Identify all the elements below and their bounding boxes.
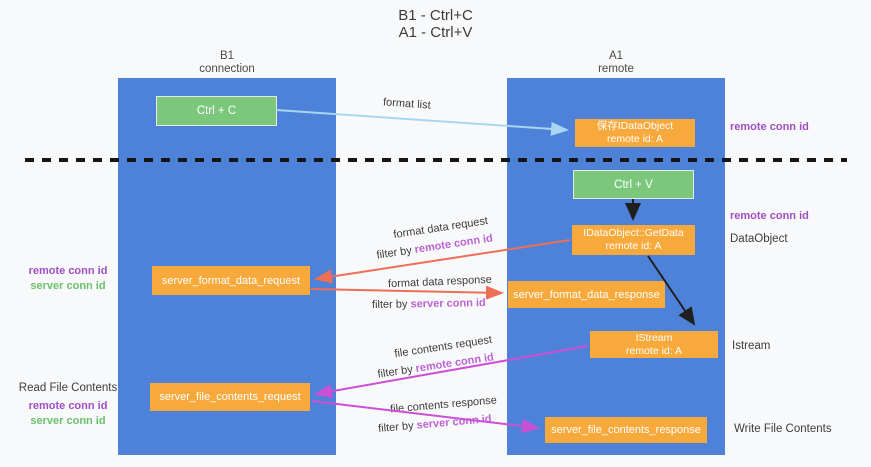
label-filter-by-text: filter by xyxy=(371,298,411,311)
label-server-conn-id-inline: server conn id xyxy=(416,413,493,432)
node-server-file-contents-request: server_file_contents_request xyxy=(150,383,310,411)
node-istream: IStream remote id: A xyxy=(590,331,718,358)
label-read-file-contents-text: Read File Contents xyxy=(18,382,118,394)
node-save-dataobject: 保存IDataObject remote id: A xyxy=(575,119,695,147)
lane-a1-name: A1 xyxy=(608,50,624,62)
label-server-conn-id-text: server conn id xyxy=(30,415,106,427)
node-idataobject-getdata: IDataObject::GetData remote id: A xyxy=(572,225,695,255)
label-format-list-text: format list xyxy=(382,96,432,112)
label-server-conn-id-text: server conn id xyxy=(30,280,106,292)
dashed-separator xyxy=(25,158,847,162)
node-ctrl-v-label: Ctrl + V xyxy=(614,178,653,191)
node-server-format-data-response: server_format_data_response xyxy=(508,281,665,308)
node-ctrl-v: Ctrl + V xyxy=(573,170,694,199)
label-remote-conn-id-left-1: remote conn id xyxy=(18,264,118,279)
node-ctrl-c: Ctrl + C xyxy=(156,96,277,126)
label-dataobject: DataObject xyxy=(730,233,788,245)
label-filter-by-text: filter by xyxy=(376,363,417,381)
node-istream-line2: remote id: A xyxy=(625,344,683,357)
label-server-conn-id-left-1: server conn id xyxy=(18,279,118,294)
label-format-list: format list xyxy=(383,96,431,111)
label-remote-conn-id-right-1: remote conn id xyxy=(730,121,809,133)
lane-b1-role: connection xyxy=(199,63,255,75)
title-line-2: A1 - Ctrl+V xyxy=(398,24,473,41)
label-remote-conn-id-text: remote conn id xyxy=(28,400,108,412)
lane-header-a1: A1 remote xyxy=(507,50,725,76)
title-line-1: B1 - Ctrl+C xyxy=(398,7,473,24)
node-server-file-contents-request-label: server_file_contents_request xyxy=(159,391,301,403)
node-getdata-line1: IDataObject::GetData xyxy=(583,227,684,239)
node-save-dataobject-line2: remote id: A xyxy=(606,133,664,145)
label-format-data-response: format data response xyxy=(388,274,492,291)
label-block-format-conn-ids: remote conn id server conn id xyxy=(18,264,118,294)
label-format-data-response-text: format data response xyxy=(387,273,493,291)
node-server-format-data-response-label: server_format_data_response xyxy=(513,288,660,301)
node-server-file-contents-response: server_file_contents_response xyxy=(545,417,707,443)
label-remote-conn-id-text: remote conn id xyxy=(730,210,809,222)
label-remote-conn-id-text: remote conn id xyxy=(28,265,108,277)
label-write-file-contents: Write File Contents xyxy=(734,423,832,435)
label-remote-conn-id-right-2: remote conn id xyxy=(730,210,809,222)
label-remote-conn-id-left-2: remote conn id xyxy=(14,399,122,414)
lane-header-b1: B1 connection xyxy=(118,50,336,76)
label-server-conn-id-inline: server conn id xyxy=(410,297,486,311)
node-istream-line1: IStream xyxy=(635,331,673,344)
label-server-conn-id-left-2: server conn id xyxy=(14,414,122,429)
arrow-format-data-response xyxy=(310,285,504,300)
label-istream: Istream xyxy=(732,340,770,352)
label-filter-by-server-conn-id-2: filter by server conn id xyxy=(378,413,492,435)
node-save-dataobject-line1: 保存IDataObject xyxy=(596,120,674,132)
node-getdata-line2: remote id: A xyxy=(605,240,662,252)
label-block-file-conn-ids: Read File Contents remote conn id server… xyxy=(14,381,122,429)
diagram-title: B1 - Ctrl+C A1 - Ctrl+V xyxy=(0,7,871,41)
label-file-contents-response: file contents response xyxy=(390,394,498,415)
label-istream-text: Istream xyxy=(732,340,771,352)
node-ctrl-c-label: Ctrl + C xyxy=(196,105,237,117)
label-file-contents-response-text: file contents response xyxy=(389,394,498,416)
label-filter-by-text: filter by xyxy=(377,419,418,435)
label-filter-by-server-conn-id-1: filter by server conn id xyxy=(372,297,486,311)
label-remote-conn-id-text: remote conn id xyxy=(730,121,809,133)
lane-b1-name: B1 xyxy=(219,50,235,62)
node-server-format-data-request: server_format_data_request xyxy=(152,266,310,295)
node-server-file-contents-response-label: server_file_contents_response xyxy=(551,424,701,436)
label-dataobject-text: DataObject xyxy=(730,233,788,245)
lane-a1-role: remote xyxy=(598,63,634,75)
label-filter-by-text: filter by xyxy=(375,244,416,262)
label-read-file-contents: Read File Contents xyxy=(14,381,122,396)
node-server-format-data-request-label: server_format_data_request xyxy=(161,274,301,287)
label-write-file-contents-text: Write File Contents xyxy=(734,423,832,435)
